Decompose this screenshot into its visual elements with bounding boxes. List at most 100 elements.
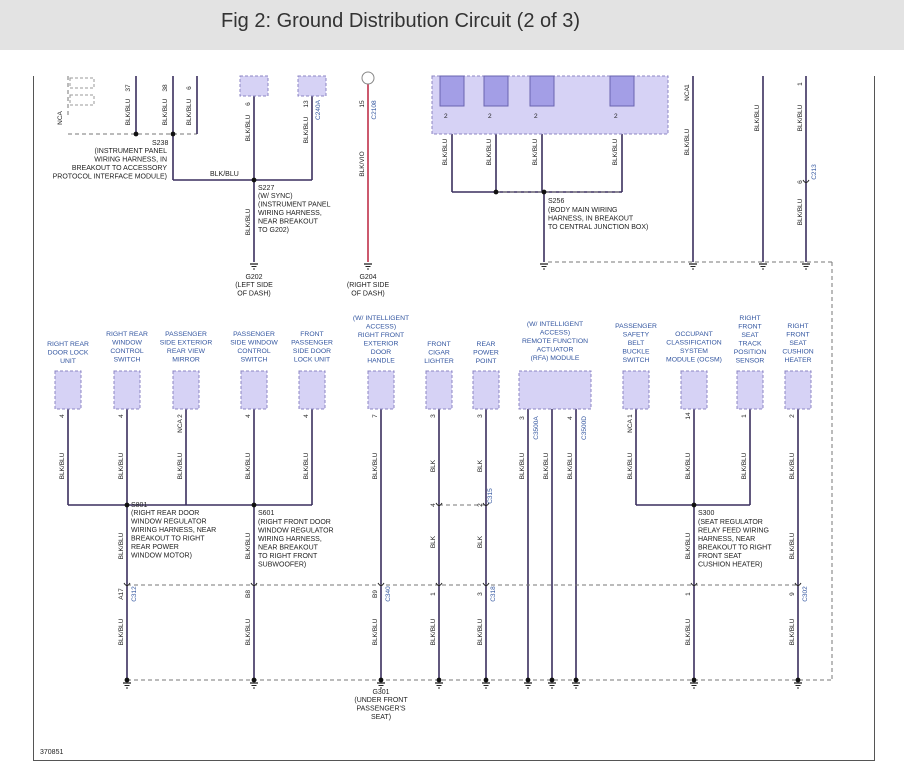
pin-joint [794,582,802,586]
pin-label: 3 [430,414,437,418]
pin-label: 4 [59,414,66,418]
pin-label: 1 [797,82,804,86]
component-name: RIGHT [739,315,760,322]
splice-s601-desc: (RIGHT FRONT DOOR [258,519,331,526]
pin-label: 1 [685,592,692,596]
g204-ground [364,263,372,270]
splice-s227-desc: TO G202) [258,227,289,234]
title-bar: Fig 2: Ground Distribution Circuit (2 of… [0,0,904,50]
s256-ground [540,263,548,270]
nca-label: NCA [684,86,691,100]
pin-label: 6 [245,102,252,106]
splice-s300-id: S300 [698,510,714,517]
component-name: DOOR LOCK [48,350,89,357]
splice-s601-id: S601 [258,510,274,517]
component-box [736,370,764,410]
ground-g204-desc: OF DASH) [351,291,384,298]
component-name: SAFETY [623,332,650,339]
component-name: CUSHION [782,349,813,356]
component-name: SIDE WINDOW [230,340,278,347]
splice-s801-desc: WINDOW REGULATOR [131,519,207,526]
component-name: MODULE (OCSM) [666,357,722,364]
ground-symbol [759,263,767,270]
ground-symbol [482,682,490,689]
component-name: CONTROL [110,348,143,355]
pin-joint [802,179,810,183]
wire-color-label: BLK/BLU [186,98,193,125]
splice-s801-desc: WIRING HARNESS, NEAR [131,527,216,534]
wire-color-label: BLK/BLU [754,104,761,131]
pin-label: 2 [534,113,538,120]
component-name: SWITCH [241,357,268,364]
connector-id: C340 [385,586,392,602]
pin-label: B8 [245,590,252,598]
wire-color-label: BLK/BLU [797,104,804,131]
splice-s227-desc: (INSTRUMENT PANEL [258,202,331,209]
component-name: POINT [476,358,497,365]
splice-s238-desc: WIRING HARNESS, IN [94,157,167,164]
connector-id: C240A [315,99,322,120]
pin-label: 3 [477,592,484,596]
component-name: FRONT [427,341,450,348]
component-box [622,370,650,410]
pin-label: 15 [359,100,366,108]
component-box [113,370,141,410]
s801-dot [124,502,130,508]
connector-id: C315 [487,488,494,504]
splice-s300-desc: FRONT SEAT [698,553,742,560]
component-box [240,370,268,410]
connector-id: C312 [131,586,138,602]
s238-dot [170,131,176,137]
pin-label: 1 [741,414,748,418]
pin-label: 2 [488,113,492,120]
component-name: BELT [628,340,645,347]
ground-symbol [435,682,443,689]
s256-dot [493,189,499,195]
pin-label: 38 [162,84,169,92]
wire-color-label: BLK/BLU [486,138,493,165]
component-name: CONTROL [237,348,270,355]
wire-color-label: BLK [477,535,484,548]
component-name: PASSENGER [233,331,275,338]
wire-color-label: BLK/BLU [245,452,252,479]
pin-joint [435,502,443,506]
ground-dot [124,677,130,683]
pin-label: 7 [372,414,379,418]
component-name: RIGHT [787,323,808,330]
pin-label: 13 [303,100,310,108]
nca-label: NCA [57,110,64,124]
wire-color-label: BLK/BLU [612,138,619,165]
wire-color-label: BLK [430,459,437,472]
component-name: REAR [477,341,496,348]
wire-color-label: BLK/BLU [245,618,252,645]
ground-dot [795,677,801,683]
component-name: MIRROR [172,357,200,364]
wire-color-label: BLK/BLU [372,618,379,645]
ground-g202-desc: OF DASH) [237,291,270,298]
wire-color-label: BLK/BLU [797,198,804,225]
component-name: SWITCH [623,357,650,364]
component-name: POSITION [734,349,767,356]
s300-dot [691,502,697,508]
component-name: TRACK [738,341,762,348]
ground-g204-desc: (RIGHT SIDE [347,282,390,289]
component-name: OCCUPANT [675,331,713,338]
junction-connector [529,75,555,107]
pin-label: 4 [303,414,310,418]
pin-label: 2 [177,414,184,418]
pin-label: 6 [797,180,804,184]
ground-symbol [802,263,810,270]
component-name: ACCESS) [540,330,570,337]
wire-color-label: BLK/BLU [442,138,449,165]
s601-dot [251,502,257,508]
component-name: FRONT [786,332,809,339]
splice-s801-desc: BREAKOUT TO RIGHT [131,536,205,543]
pin-label: 1 [684,84,691,88]
splice-s256-desc: (BODY MAIN WIRING [548,207,617,214]
ground-symbol [123,682,131,689]
component-name: FRONT [300,331,323,338]
pin-joint [482,502,490,506]
splice-s601-desc: TO RIGHT FRONT [258,553,318,560]
component-name: RIGHT FRONT [358,332,404,339]
ground-symbol [377,682,385,689]
